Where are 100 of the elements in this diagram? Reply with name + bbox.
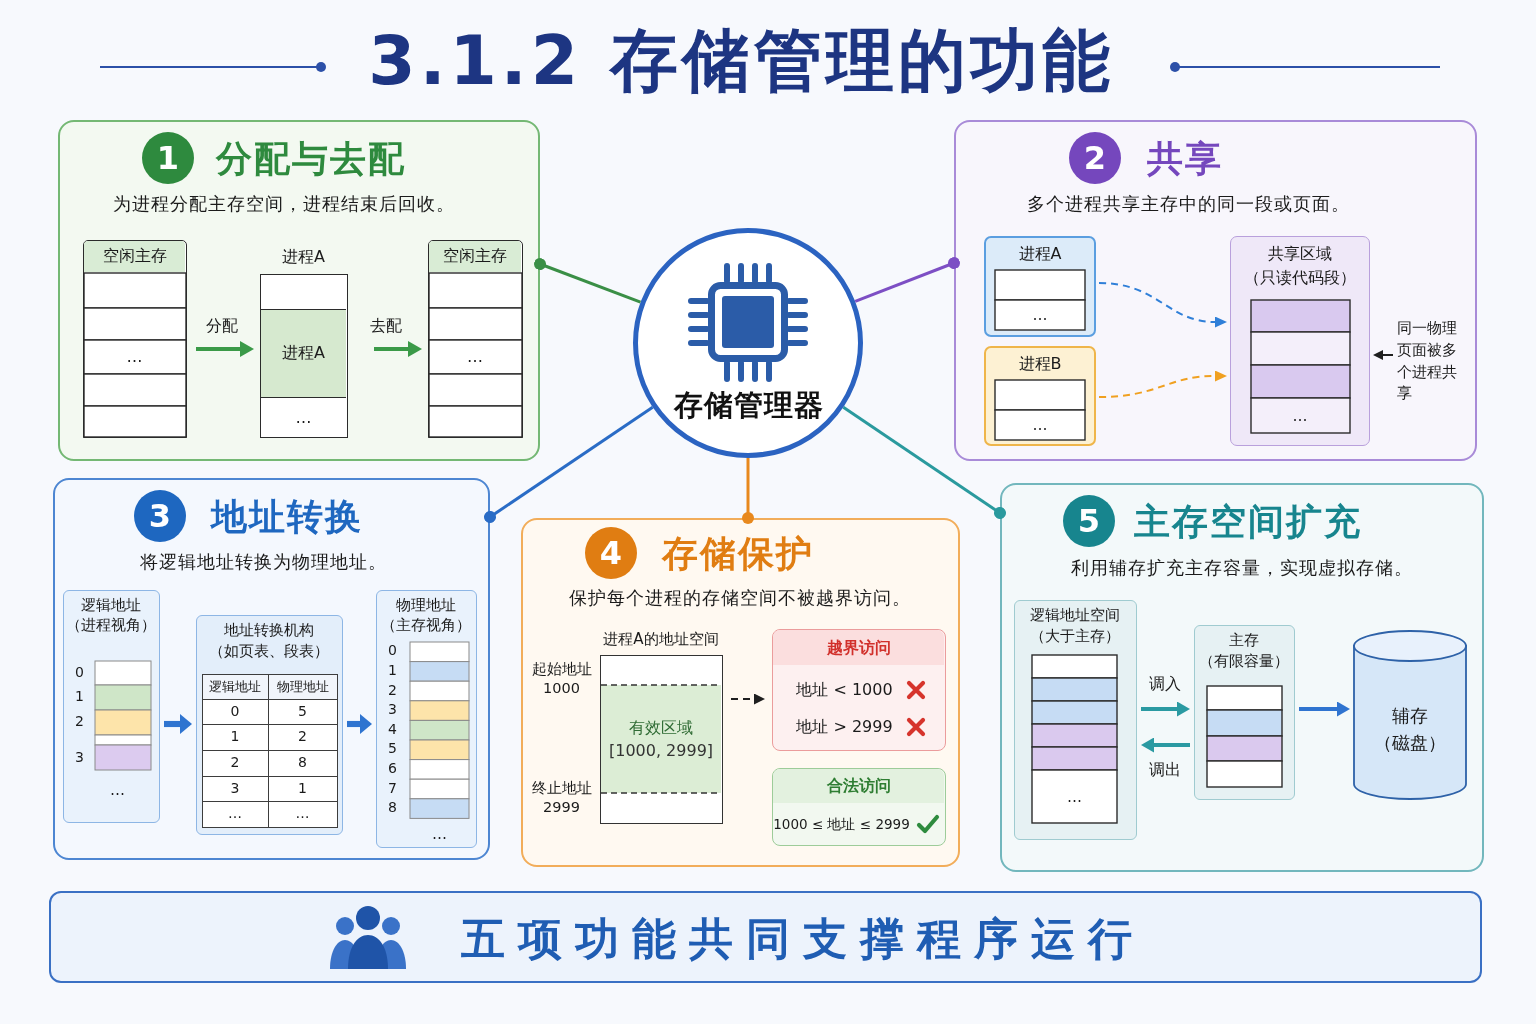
address-number: 5 (388, 740, 397, 759)
address-number: 3 (75, 748, 84, 767)
edge-label: 调入 (1146, 674, 1184, 694)
section-panel (1000, 483, 1484, 872)
table-cell: 1 (201, 723, 269, 751)
section-description: 保护每个进程的存储空间不被越界访问。 (569, 586, 911, 610)
box-title: 进程A (1018, 244, 1062, 264)
dashed-arrow (1098, 282, 1226, 328)
address-number: 3 (388, 701, 397, 719)
ellipsis: … (467, 346, 483, 367)
connector-line (534, 258, 642, 304)
table-cell: 2 (201, 749, 269, 777)
arrow (1141, 702, 1190, 716)
box-title: 物理地址（主存视角） (380, 595, 472, 635)
ellipsis: … (126, 346, 143, 367)
note-text: 同一物理页面被多个进程共享 (1397, 318, 1463, 405)
dashed-arrow (1098, 370, 1226, 398)
table-cell: 5 (267, 698, 338, 725)
header-cell: 空闲主存 (429, 241, 521, 272)
ellipsis: … (295, 407, 312, 428)
table-cell: 8 (267, 749, 338, 777)
table-header-cell: 物理地址 (267, 673, 338, 700)
memory-column-box (1194, 625, 1295, 800)
number-badge: 1 (142, 132, 194, 184)
box-header: 越界访问 (773, 630, 944, 665)
memory-column-box (1014, 600, 1137, 840)
ellipsis: … (1032, 305, 1048, 325)
hub-label: 存储管理器 (674, 386, 824, 424)
disk-label: 辅存（磁盘） (1373, 704, 1447, 755)
section-heading: 分配与去配 (216, 136, 406, 181)
table-cell: … (201, 800, 269, 828)
box-title: 共享区域（只读代码段） (1242, 242, 1357, 289)
section-heading: 主存空间扩充 (1134, 499, 1362, 544)
arrow (196, 342, 254, 356)
memory-column-box (63, 590, 160, 823)
memory-column (83, 240, 187, 438)
section-panel (58, 120, 540, 461)
arrow (1373, 350, 1394, 360)
box-title: 进程B (1018, 354, 1062, 374)
summary-banner (49, 891, 1482, 983)
address-number: 0 (388, 642, 397, 661)
arrow (1299, 702, 1350, 716)
connector-line (854, 257, 960, 303)
summary-text: 五项功能共同支撑程序运行 (461, 911, 1145, 966)
ellipsis: … (1032, 415, 1048, 435)
address-number: 4 (388, 720, 397, 739)
ellipsis: … (110, 780, 125, 799)
arrow (1141, 738, 1190, 752)
dashed-arrow (730, 693, 765, 705)
number-badge: 5 (1063, 495, 1115, 547)
address-number: 1 (388, 662, 397, 680)
box-title: 主存（有限容量） (1198, 629, 1290, 673)
section-description: 将逻辑地址转换为物理地址。 (139, 550, 387, 574)
section-heading: 共享 (1147, 136, 1223, 181)
table-cell: 1 (267, 775, 338, 802)
region-label: 有效区域 (629, 717, 693, 738)
arrow (374, 342, 422, 356)
shared-region-box (1230, 236, 1370, 446)
table-cell: … (267, 800, 338, 828)
section-description: 利用辅存扩充主存容量，实现虚拟存储。 (1071, 556, 1413, 580)
boundary-label: 起始地址 1000 (530, 659, 593, 699)
process-box (984, 236, 1096, 337)
address-number: 0 (75, 663, 84, 682)
process-block: 进程A (261, 308, 346, 398)
warning-box (772, 629, 946, 751)
section-panel (954, 120, 1477, 461)
table-cell: 0 (201, 698, 269, 725)
address-number: 7 (388, 779, 397, 798)
section-heading: 地址转换 (211, 494, 363, 539)
page-title: 3.1.2 存储管理的功能 (368, 19, 1114, 102)
success-box (772, 768, 946, 846)
box-title: 逻辑地址（进程视角） (65, 595, 157, 635)
number-badge: 4 (585, 527, 637, 579)
section-description: 多个进程共享主存中的同一段或页面。 (1026, 192, 1350, 216)
edge-label: 分配 (203, 316, 241, 336)
ellipsis: … (1067, 787, 1082, 806)
condition-text: 地址 < 1000 (796, 679, 893, 700)
memory-column (428, 240, 523, 438)
process-box (984, 346, 1096, 446)
boundary-label: 终止地址 2999 (530, 778, 593, 818)
ellipsis: … (1292, 406, 1308, 425)
header-cell: 空闲主存 (84, 241, 185, 272)
range-label: [1000, 2999] (608, 740, 714, 761)
column-title: 进程A (282, 246, 325, 267)
section-description: 为进程分配主存空间，进程结束后回收。 (113, 192, 455, 216)
table-cell: 2 (267, 723, 338, 751)
section-heading: 存储保护 (662, 531, 814, 576)
box-title: 进程A的地址空间 (603, 629, 719, 648)
memory-column-box (376, 590, 477, 848)
table-cell: 3 (201, 775, 269, 802)
box-header: 合法访问 (773, 769, 944, 803)
condition-text: 1000 ≤ 地址 ≤ 2999 (773, 815, 910, 832)
table-header-cell: 逻辑地址 (201, 673, 269, 700)
condition-text: 地址 > 2999 (796, 716, 893, 737)
number-badge: 2 (1069, 132, 1121, 184)
connector-line (742, 458, 754, 524)
connector-line (484, 406, 654, 523)
address-number: 8 (388, 799, 397, 817)
section-panel (521, 518, 960, 867)
box-title: 地址转换机构（如页表、段表） (208, 619, 330, 663)
